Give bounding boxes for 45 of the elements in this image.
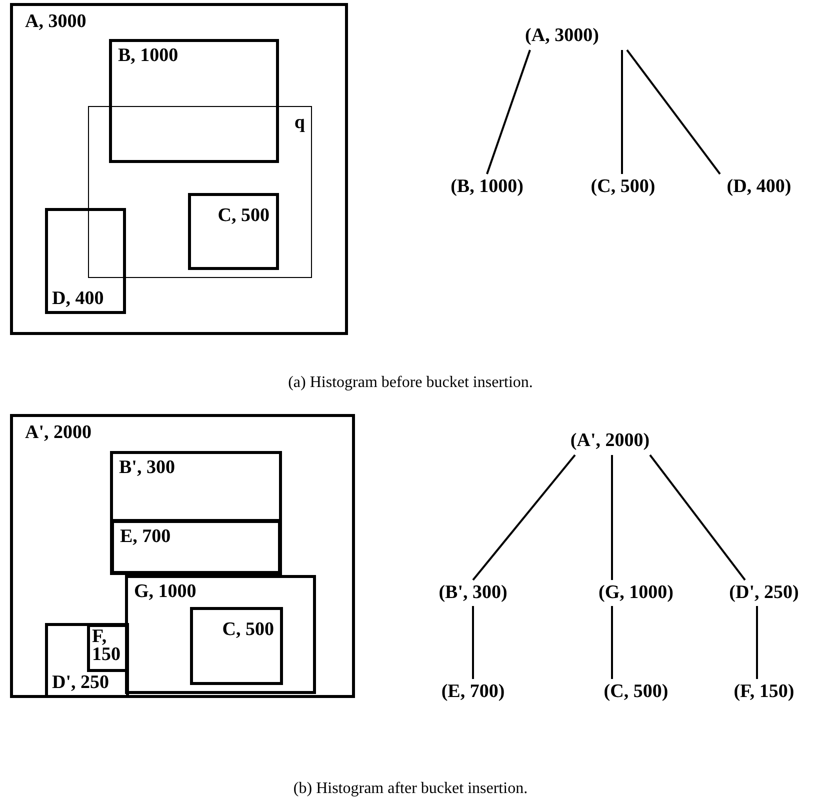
tree-edge — [649, 454, 746, 581]
bucket-rectangle — [110, 451, 282, 575]
bucket-label: D, 400 — [52, 289, 104, 309]
tree-node-label: (C, 500) — [568, 174, 678, 200]
bucket-label: B, 1000 — [118, 46, 178, 66]
tree-edge — [472, 606, 474, 679]
bucket-label: G, 1000 — [134, 582, 196, 602]
bucket-label: C, 500 — [218, 206, 270, 226]
tree-node-label: (B, 1000) — [432, 174, 542, 200]
tree-node-label: (A, 3000) — [497, 22, 627, 50]
tree-edge — [621, 50, 623, 174]
tree-node-label: (D', 250) — [712, 580, 816, 606]
bucket-rectangle — [188, 192, 278, 270]
figure-caption: (a) Histogram before bucket insertion. — [287, 374, 534, 392]
bucket-label: C, 500 — [222, 620, 274, 640]
bucket-label: B', 300 — [119, 458, 175, 478]
figure-caption: (b) Histogram after bucket insertion. — [292, 780, 529, 798]
tree-edge — [626, 49, 721, 175]
tree-node-label: (F, 150) — [712, 679, 816, 705]
bucket-rectangle — [125, 575, 316, 694]
bucket-rectangle — [110, 519, 282, 575]
tree-edge — [756, 606, 758, 679]
tree-node-label: (D, 400) — [704, 174, 814, 200]
query-rectangle — [88, 106, 312, 278]
bucket-label: D', 250 — [52, 673, 109, 693]
query-label: q — [294, 113, 305, 133]
bucket-rectangle — [190, 607, 283, 685]
tree-edge — [472, 454, 576, 581]
bucket-rectangle — [10, 3, 348, 335]
tree-node-label: (G, 1000) — [576, 580, 696, 606]
tree-node-label: (B', 300) — [413, 580, 533, 606]
tree-node-label: (A', 2000) — [540, 427, 680, 455]
tree-node-label: (E, 700) — [418, 679, 528, 705]
bucket-rectangle — [10, 414, 355, 698]
bucket-rectangle — [109, 39, 279, 163]
tree-edge — [611, 606, 613, 679]
bucket-label: A, 3000 — [25, 12, 86, 32]
bucket-rectangle — [45, 208, 126, 314]
tree-edge — [486, 50, 531, 174]
tree-node-label: (C, 500) — [581, 679, 691, 705]
bucket-label: F, 150 — [92, 628, 122, 664]
bucket-label: E, 700 — [120, 527, 171, 547]
bucket-rectangle — [45, 623, 129, 698]
bucket-label: A', 2000 — [25, 423, 92, 443]
tree-edge — [611, 455, 613, 580]
